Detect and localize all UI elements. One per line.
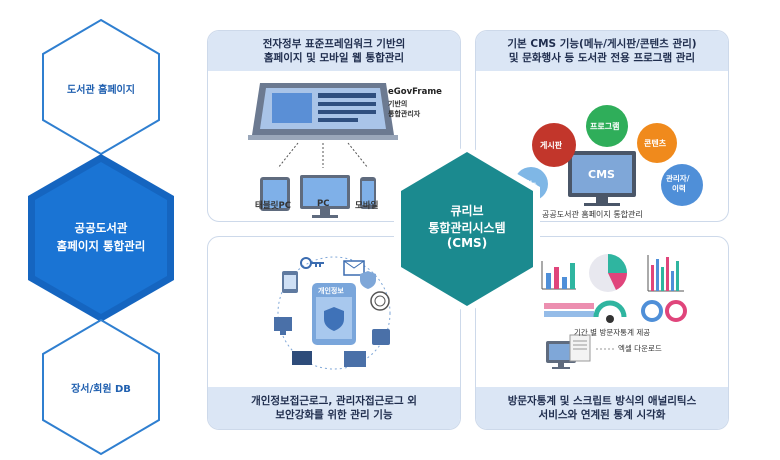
- center-line2: 통합관리시스템: [428, 221, 506, 235]
- chip-icon: [372, 329, 390, 345]
- bubble-menu-label: 메뉴: [522, 180, 537, 189]
- folder-icon: [344, 351, 366, 367]
- cms-caption: 공공도서관 홈페이지 통합관리: [542, 210, 643, 219]
- bubble-content: [637, 123, 677, 163]
- panel-br-footer: 방문자통계 및 스크립트 방식의 애널리틱스 서비스와 연계된 통계 시각화: [476, 387, 728, 429]
- cms-illustration: [514, 105, 703, 206]
- panel-br-title2: 서비스와 연계된 통계 시각화: [538, 409, 666, 421]
- panel-statistics: 기간 별 방문자통계 제공 엑셀 다운로드 방문자통계 및 스크립트 방식의 애…: [475, 236, 729, 430]
- monitor-shield-icon: [274, 317, 292, 331]
- bubble-admin-label2: 이력: [672, 184, 686, 193]
- shield-icon: [324, 307, 344, 331]
- egov-brand-label: eGovFrame: [388, 87, 442, 97]
- server-icon: [292, 351, 312, 365]
- tablet-label: 태블릿PC: [255, 201, 291, 211]
- gauge-icon: [593, 300, 627, 318]
- pc-label: PC: [317, 199, 330, 209]
- devices-illustration: [248, 83, 398, 218]
- admin-base: [248, 135, 398, 140]
- panel-tl-title2: 홈페이지 및 모바일 웹 통합관리: [263, 52, 405, 64]
- middle-hexagon-inner: [35, 162, 167, 314]
- bubble-program-label: 프로그램: [590, 122, 620, 131]
- bubble-board-label: 게시판: [540, 141, 563, 150]
- cms-monitor-text: CMS: [588, 168, 615, 181]
- bubble-program: [586, 105, 628, 147]
- donut-icon: [641, 300, 663, 322]
- panel-cms-functions: 기본 CMS 기능(메뉴/게시판/콘텐츠 관리) 및 문화행사 등 도서관 전용…: [475, 30, 729, 222]
- mini-bar: [546, 273, 551, 289]
- excel-caption: 엑셀 다운로드: [618, 344, 662, 353]
- mini-bar-2: [651, 265, 654, 291]
- center-line3: (CMS): [446, 236, 488, 250]
- panel-tr-title2: 및 문화행사 등 도서관 전용 프로그램 관리: [508, 52, 696, 64]
- mid-hex-line1: 공공도서관: [74, 221, 128, 235]
- panel-bl-title1: 개인정보접근로그, 관리자접근로그 외: [251, 395, 417, 407]
- collection-member-db-label: 장서/회원 DB: [71, 384, 131, 395]
- mid-hex-line2: 홈페이지 통합관리: [56, 239, 146, 253]
- panel-bl-title2: 보안강화를 위한 관리 기능: [275, 409, 393, 421]
- bubble-board: [532, 123, 576, 167]
- mobile-label: 모바일: [355, 201, 379, 211]
- egov-sub2: 통합관리자: [388, 110, 421, 118]
- people-row-icon: [544, 303, 594, 309]
- panel-web-management: 전자정부 표준프레임워크 기반의 홈페이지 및 모바일 웹 통합관리: [207, 30, 461, 222]
- panel-tl-header: 전자정부 표준프레임워크 기반의 홈페이지 및 모바일 웹 통합관리: [208, 31, 460, 71]
- key-icon: [300, 257, 312, 269]
- stats-caption: 기간 별 방문자통계 제공: [574, 328, 651, 337]
- fingerprint-icon: [370, 291, 390, 311]
- panel-br-title1: 방문자통계 및 스크립트 방식의 애널리틱스: [507, 395, 697, 407]
- library-homepage-label: 도서관 홈페이지: [67, 85, 135, 96]
- panel-tr-header: 기본 CMS 기능(메뉴/게시판/콘텐츠 관리) 및 문화행사 등 도서관 전용…: [476, 31, 728, 71]
- security-illustration: [274, 256, 391, 370]
- egov-sub1: 기반의: [388, 100, 408, 108]
- excel-document-icon: [569, 334, 591, 362]
- privacy-badge: 개인정보: [318, 287, 344, 295]
- bubble-admin: [661, 164, 703, 206]
- statistics-illustration: [541, 254, 687, 369]
- security-ring: [277, 256, 391, 370]
- bubble-content-label: 콘텐츠: [644, 139, 667, 148]
- panel-tl-title1: 전자정부 표준프레임워크 기반의: [262, 38, 406, 50]
- panel-security-logs: 개인정보 개인정보접근로그, 관리자접근로그 외 보안강화를 위한 관리 기능: [207, 236, 461, 430]
- bottom-hexagon: [42, 318, 160, 456]
- bubble-admin-label1: 관리자/: [666, 174, 690, 183]
- panel-bl-footer: 개인정보접근로그, 관리자접근로그 외 보안강화를 위한 관리 기능: [208, 387, 460, 429]
- small-shield-icon: [360, 271, 376, 289]
- panel-tr-title1: 기본 CMS 기능(메뉴/게시판/콘텐츠 관리): [507, 38, 697, 50]
- center-line1: 큐리브: [450, 204, 484, 218]
- donut-icon-2: [665, 300, 687, 322]
- admin-screen-panel: [272, 93, 312, 123]
